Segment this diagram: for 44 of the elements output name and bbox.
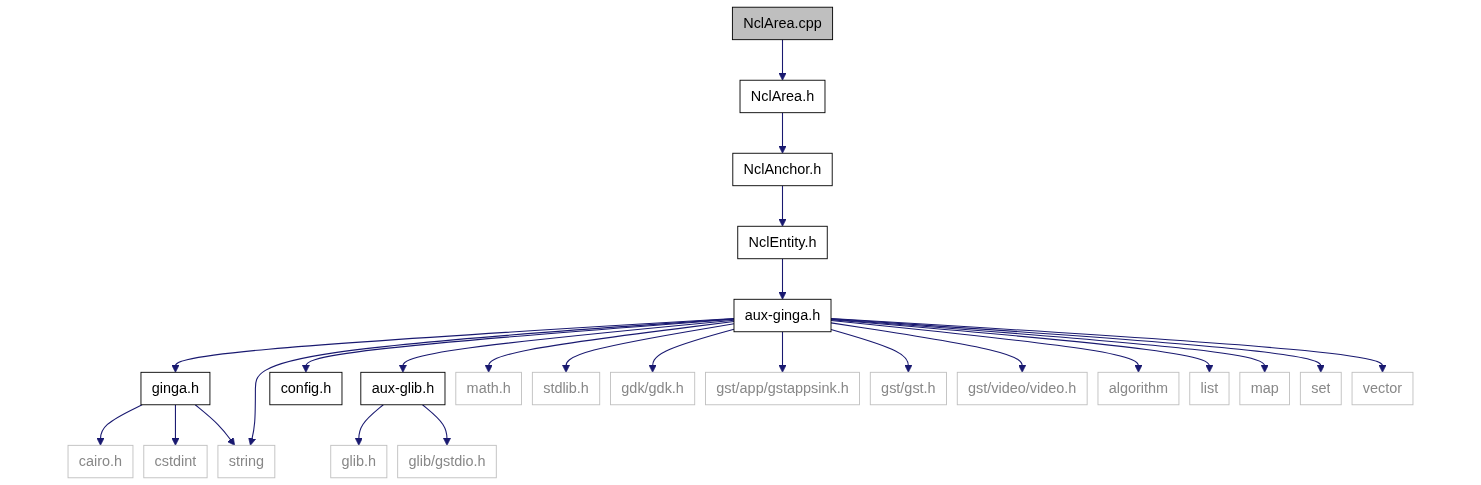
node-box: map <box>1239 371 1290 406</box>
node-box: gst/app/gstappsink.h <box>705 371 860 406</box>
arrow <box>398 319 735 373</box>
arrow <box>354 404 384 446</box>
arrow <box>778 112 787 154</box>
arrow <box>778 331 787 373</box>
node-box: cairo.h <box>67 444 134 479</box>
arrow <box>171 317 735 373</box>
arrow <box>301 318 735 373</box>
node-box: aux-glib.h <box>360 371 446 406</box>
node-box: config.h <box>269 371 343 406</box>
node-box: algorithm <box>1097 371 1180 406</box>
arrow <box>194 404 235 446</box>
node-box: ginga.h <box>140 371 211 406</box>
arrow <box>830 329 913 373</box>
arrow <box>421 404 451 446</box>
node-box: cstdint <box>143 444 208 479</box>
node-box: glib/gstdio.h <box>397 444 497 479</box>
arrow <box>248 318 735 446</box>
arrow <box>778 185 787 227</box>
node-box: gst/video/video.h <box>956 371 1088 406</box>
node-box: list <box>1189 371 1230 406</box>
arrow <box>778 39 787 81</box>
node-box: math.h <box>455 371 522 406</box>
node-box: NclArea.h <box>739 79 826 114</box>
node-box: glib.h <box>330 444 388 479</box>
node-box: set <box>1299 371 1342 406</box>
node-box: vector <box>1351 371 1414 406</box>
node-box: stdlib.h <box>531 371 601 406</box>
arrow <box>484 321 735 373</box>
node-box: gst/gst.h <box>869 371 947 406</box>
node-box: NclAnchor.h <box>732 152 833 187</box>
arrow <box>778 258 787 300</box>
node-box: aux-ginga.h <box>733 298 832 333</box>
arrow <box>562 323 735 373</box>
node-box: NclArea.cpp <box>731 6 834 41</box>
arrow <box>648 328 735 373</box>
node-box: gdk/gdk.h <box>610 371 696 406</box>
arrow <box>96 404 143 446</box>
arrow <box>830 319 1143 373</box>
node-box: string <box>217 444 276 479</box>
arrow <box>171 404 180 446</box>
arrow <box>830 322 1027 373</box>
node-box: NclEntity.h <box>737 225 828 260</box>
